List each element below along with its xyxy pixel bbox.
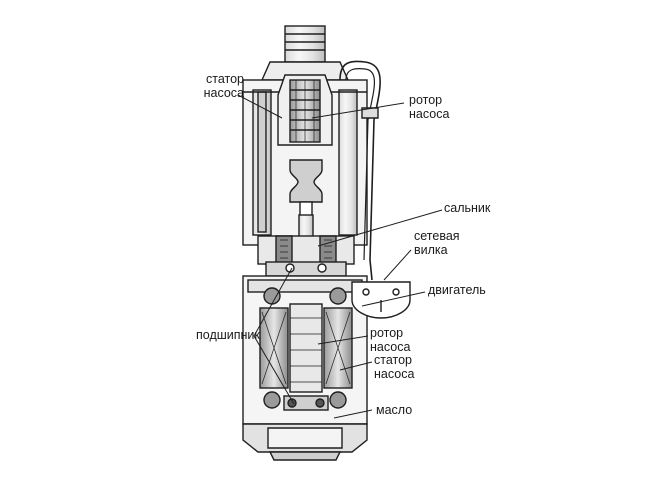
motor-stator: [259, 307, 353, 389]
valve-coupling: [289, 159, 323, 217]
lower-bearing: [283, 395, 329, 411]
label-motor: двигатель: [428, 283, 486, 297]
leader-mains-plug: [383, 249, 412, 281]
leader-oil: [333, 409, 373, 419]
label-pump-rotor-line1: ротор: [409, 93, 443, 107]
base-oil-chamber: [242, 423, 368, 461]
label-seal: сальник: [444, 201, 491, 215]
leader-motor-rotor: [317, 335, 369, 345]
leader-lines: [237, 94, 443, 419]
label-motor-rotor-line1: ротор: [370, 326, 404, 340]
seal-block: [257, 235, 355, 277]
label-motor-stator: статор насоса: [374, 353, 414, 381]
leader-pump-stator: [237, 94, 283, 119]
label-motor-rotor: ротор насоса: [370, 326, 410, 354]
leader-pump-rotor: [311, 102, 405, 119]
label-oil: масло: [376, 403, 413, 417]
label-motor-rotor-line2: насоса: [370, 340, 411, 354]
pump-rotor-armature: [277, 74, 333, 146]
mains-cable: [339, 60, 381, 281]
leader-motor-stator: [339, 361, 373, 371]
mains-plug-icon: [351, 281, 411, 319]
leader-bearing-lower: [253, 335, 295, 405]
label-mains-plug: сетевая вилка: [414, 229, 460, 257]
leader-motor: [361, 291, 426, 307]
label-mains-plug-line1: сетевая: [414, 229, 460, 243]
label-pump-stator-line1: статор: [205, 72, 244, 86]
leader-bearing-upper: [253, 267, 293, 337]
motor-rotor: [289, 303, 323, 393]
label-mains-plug-line2: вилка: [414, 243, 448, 257]
outlet-nozzle: [260, 25, 350, 81]
leader-seal: [317, 209, 443, 247]
label-pump-rotor: ротор насоса: [409, 93, 449, 121]
label-bearing: подшипник: [196, 328, 260, 342]
label-pump-rotor-line2: насоса: [409, 107, 450, 121]
label-motor-stator-line1: статор: [374, 353, 413, 367]
label-pump-stator: статор насоса: [196, 72, 244, 100]
label-pump-stator-line2: насоса: [203, 86, 244, 100]
label-motor-stator-line2: насоса: [374, 367, 415, 381]
